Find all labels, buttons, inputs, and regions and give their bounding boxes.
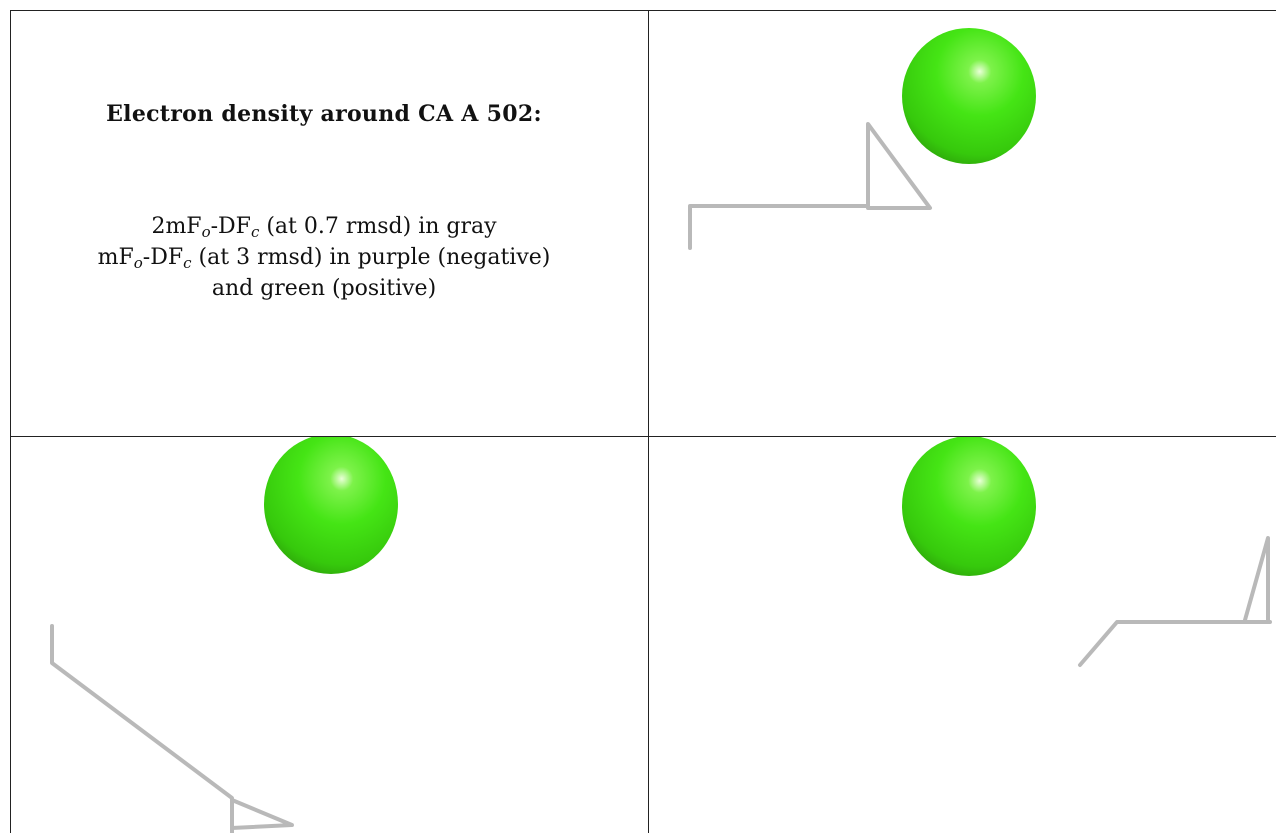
calcium-ion-sphere (902, 28, 1036, 164)
density-mesh-gray (1078, 536, 1272, 667)
density-mesh-gray (688, 122, 932, 250)
view-top-right (688, 28, 1036, 250)
caption-cell: Electron density around CA A 502: 2mFo-D… (11, 11, 648, 436)
view-bottom-left (50, 437, 398, 833)
legend-line-2mfo-dfc: 2mFo-DFc (at 0.7 rmsd) in gray (151, 214, 497, 241)
density-mesh-gray (50, 624, 294, 833)
view-bottom-right (902, 437, 1272, 667)
figure-title: Electron density around CA A 502: (106, 101, 542, 127)
grid-border-left (10, 10, 11, 833)
grid-border-top (10, 10, 1276, 11)
grid-divider-vertical (648, 10, 649, 833)
calcium-ion-sphere (902, 437, 1036, 576)
density-legend: 2mFo-DFc (at 0.7 rmsd) in gray mFo-DFc (… (11, 211, 648, 304)
grid-divider-horizontal (10, 436, 1276, 437)
legend-line-colors: and green (positive) (211, 276, 437, 301)
legend-line-mfo-dfc: mFo-DFc (at 3 rmsd) in purple (negative) (97, 245, 551, 272)
calcium-ion-sphere (264, 437, 398, 574)
